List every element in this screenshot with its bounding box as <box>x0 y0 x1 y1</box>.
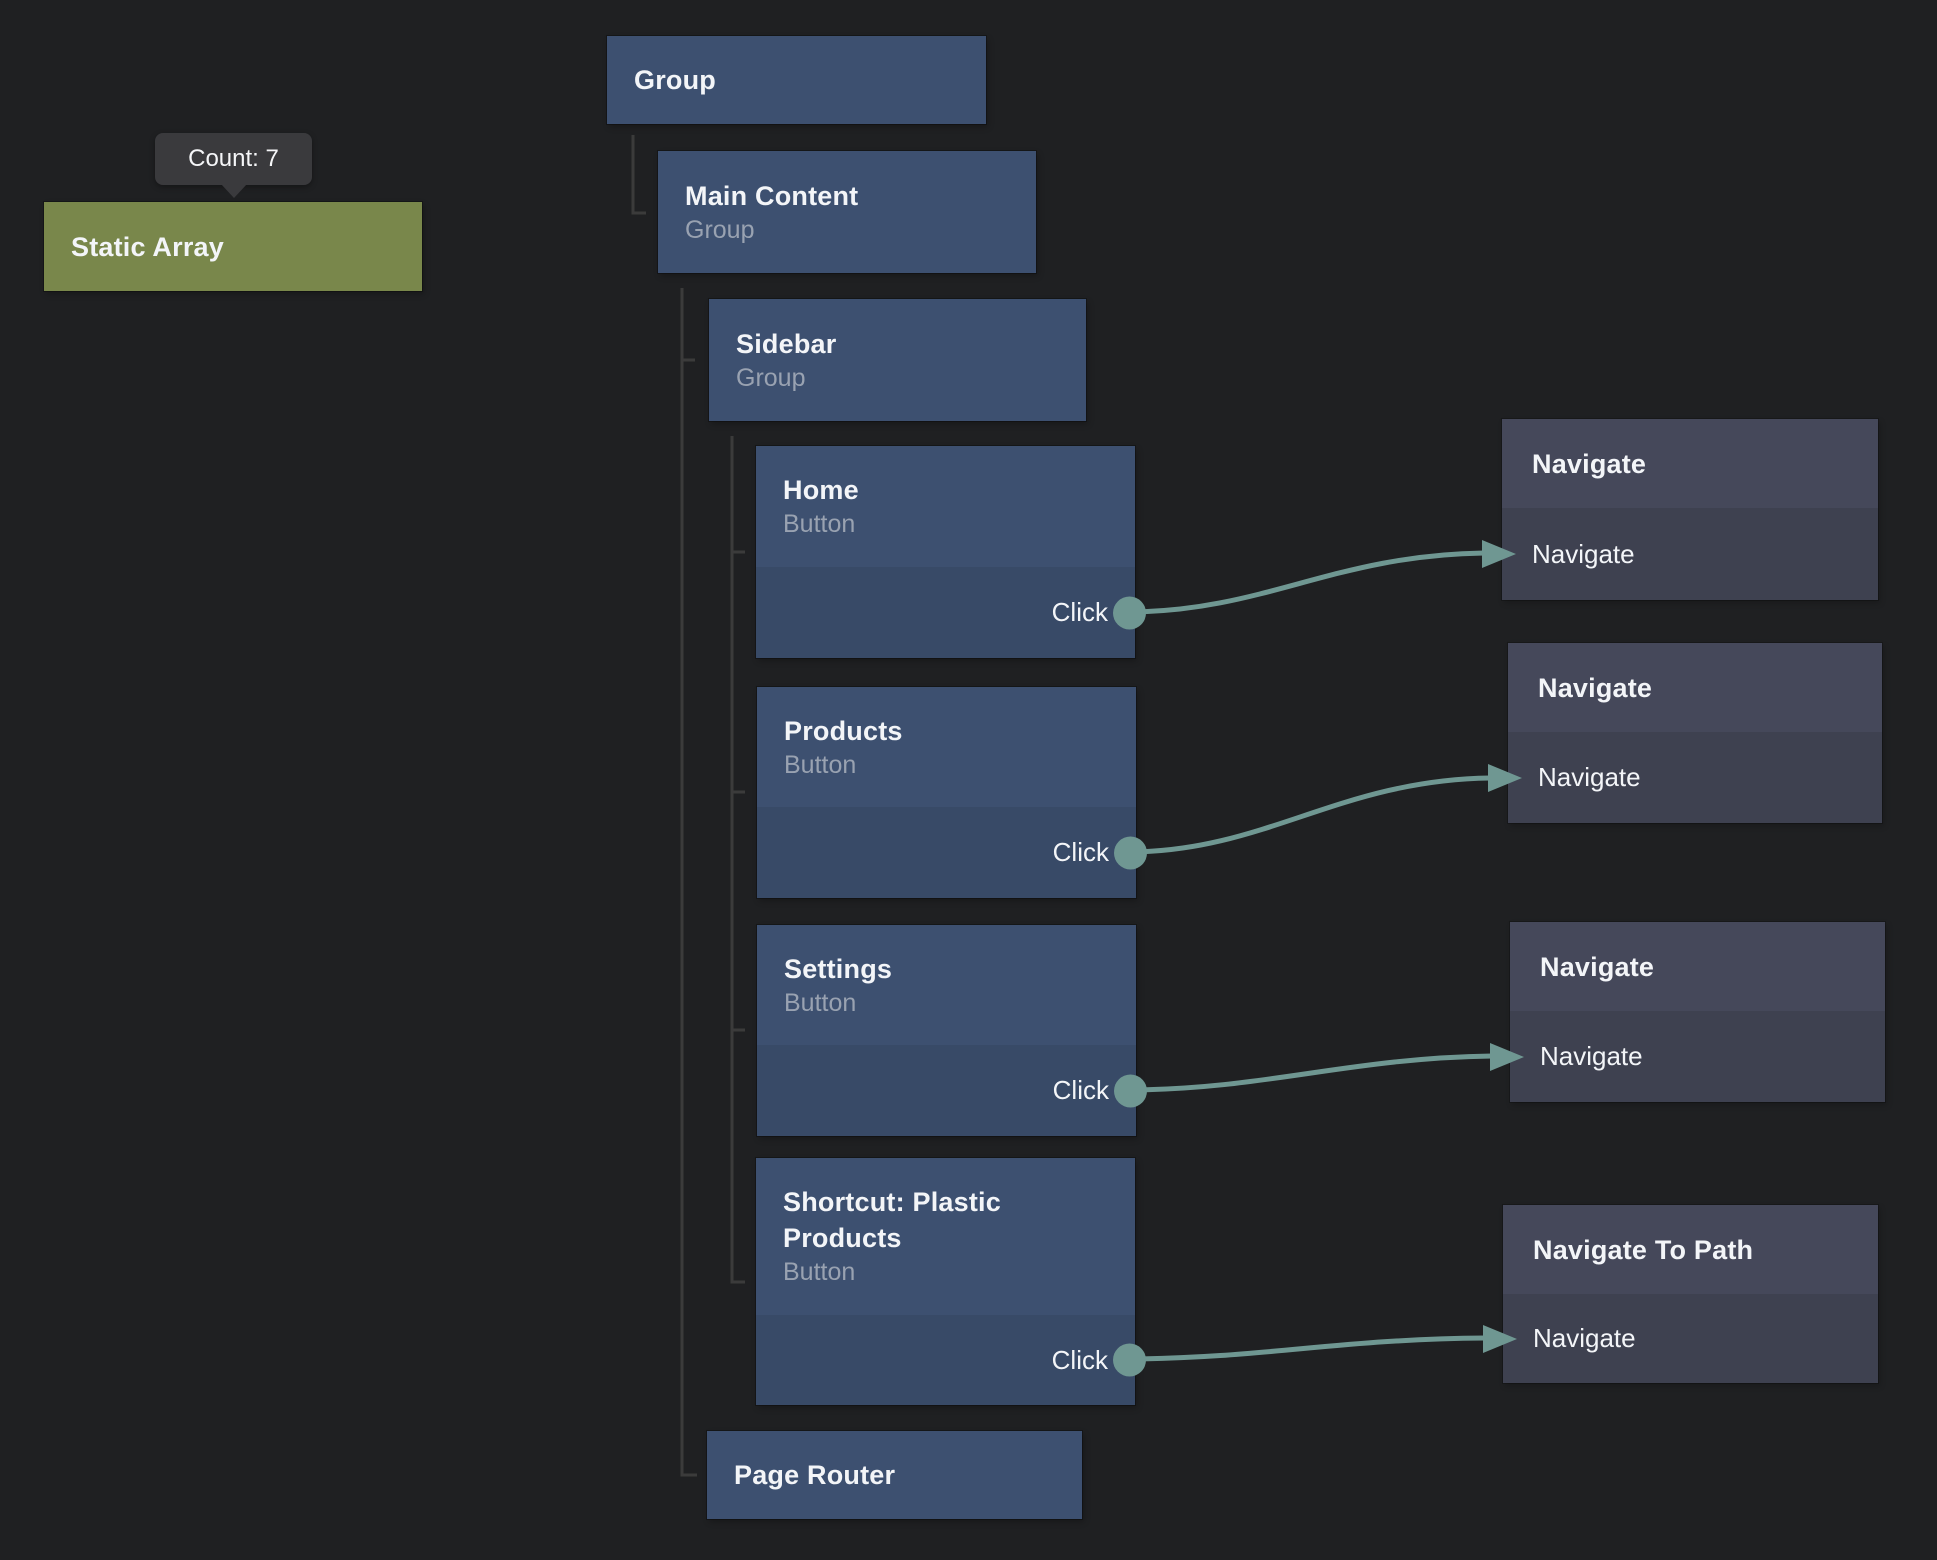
input-port-label: Navigate <box>1538 762 1641 792</box>
tree-connector-lines <box>631 135 745 1477</box>
node-subtitle: Group <box>736 363 806 392</box>
node-subtitle: Button <box>784 988 857 1017</box>
node-ports-row: Click <box>757 1045 1147 1136</box>
node-group[interactable]: Group <box>607 36 986 124</box>
node-body: Page Router <box>707 1431 1082 1519</box>
node-main-content-group[interactable]: Main Content Group <box>658 151 1036 273</box>
node-body: Shortcut: Plastic Products Button <box>756 1158 1135 1315</box>
node-subtitle: Group <box>685 215 755 244</box>
node-header: Navigate <box>1508 643 1882 732</box>
wire-home-click-to-navigate-1[interactable] <box>1129 550 1485 615</box>
click-output-port[interactable] <box>1113 1343 1146 1377</box>
tree-line-sidebar-children <box>730 436 745 1284</box>
node-body: Main Content Group <box>658 151 1036 273</box>
node-title: Main Content <box>685 180 859 211</box>
node-sidebar-group[interactable]: Sidebar Group <box>709 299 1086 421</box>
node-title: Settings <box>784 953 893 984</box>
input-port-label: Navigate <box>1532 538 1635 569</box>
node-input-row: Navigate <box>1490 1011 1885 1102</box>
node-subtitle: Button <box>783 510 856 538</box>
node-header: Navigate To Path <box>1503 1205 1878 1294</box>
click-port-label: Click <box>1052 837 1109 867</box>
node-body: Home Button <box>756 446 1135 567</box>
wire-settings-click-to-navigate-3[interactable] <box>1130 1053 1493 1093</box>
node-navigate-3[interactable]: Navigate Navigate <box>1490 922 1885 1102</box>
click-output-port[interactable] <box>1113 596 1146 629</box>
node-body: Products Button <box>757 687 1136 807</box>
click-output-port[interactable] <box>1114 836 1147 869</box>
input-port-arrow-icon[interactable] <box>1488 763 1522 792</box>
node-input-row: Navigate <box>1482 508 1878 600</box>
node-title: Group <box>634 65 716 95</box>
tree-line-group-children <box>631 135 646 215</box>
node-ports-row: Click <box>756 1315 1146 1405</box>
click-port-label: Click <box>1051 597 1108 627</box>
node-title: Navigate <box>1532 448 1647 479</box>
input-port-arrow-icon[interactable] <box>1490 1042 1524 1071</box>
click-port-label: Click <box>1052 1075 1109 1105</box>
node-title: Page Router <box>734 1460 896 1490</box>
node-navigate-2[interactable]: Navigate Navigate <box>1488 643 1882 823</box>
input-port-label: Navigate <box>1533 1323 1636 1353</box>
count-tooltip-text: Count: 7 <box>188 145 279 172</box>
node-body: Static Array <box>44 202 422 291</box>
node-title: Products <box>784 715 903 746</box>
node-body: Settings Button <box>757 925 1136 1045</box>
node-title: Shortcut: Plastic Products <box>783 1187 1001 1253</box>
node-static-array[interactable]: Static Array <box>44 202 422 291</box>
node-header: Navigate <box>1510 922 1885 1011</box>
click-output-port[interactable] <box>1114 1074 1147 1107</box>
node-home-button[interactable]: Home Button Click <box>756 446 1146 658</box>
node-settings-button[interactable]: Settings Button Click <box>757 925 1147 1136</box>
click-port-label: Click <box>1051 1344 1108 1375</box>
node-page-router[interactable]: Page Router <box>707 1431 1082 1519</box>
node-subtitle: Button <box>784 750 857 779</box>
node-input-row: Navigate <box>1483 1294 1878 1383</box>
node-title: Sidebar <box>736 328 837 359</box>
node-navigate-1[interactable]: Navigate Navigate <box>1482 419 1878 600</box>
count-tooltip: Count: 7 <box>155 133 312 198</box>
wire-shortcut-click-to-navigate-to-path[interactable] <box>1129 1335 1486 1362</box>
input-port-arrow-icon[interactable] <box>1483 1324 1517 1353</box>
node-header: Navigate <box>1502 419 1878 508</box>
node-ports-row: Click <box>757 807 1147 898</box>
node-shortcut-plastic-products-button[interactable]: Shortcut: Plastic Products Button Click <box>756 1158 1146 1405</box>
node-title: Navigate To Path <box>1533 1234 1754 1265</box>
node-body: Group <box>607 36 986 124</box>
wire-products-click-to-navigate-2[interactable] <box>1130 775 1491 855</box>
node-title: Static Array <box>71 231 224 262</box>
node-title: Home <box>783 475 859 505</box>
input-port-arrow-icon[interactable] <box>1482 540 1516 568</box>
input-port-label: Navigate <box>1540 1041 1643 1071</box>
node-title: Navigate <box>1540 951 1655 982</box>
node-body: Sidebar Group <box>709 299 1086 421</box>
node-input-row: Navigate <box>1488 732 1882 823</box>
tree-line-maincontent-children <box>680 288 697 1477</box>
node-navigate-to-path[interactable]: Navigate To Path Navigate <box>1483 1205 1878 1383</box>
node-products-button[interactable]: Products Button Click <box>757 687 1147 898</box>
node-subtitle: Button <box>783 1258 856 1286</box>
node-title: Navigate <box>1538 672 1653 703</box>
node-ports-row: Click <box>756 567 1146 658</box>
